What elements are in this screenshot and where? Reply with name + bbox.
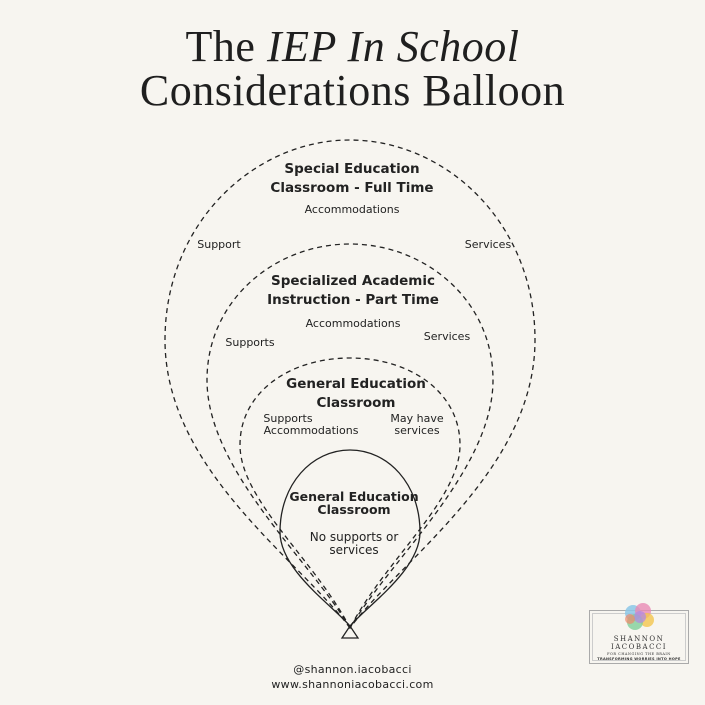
balloon-third-dashed	[239, 357, 461, 630]
title-line-1: The IEP In School	[0, 24, 705, 70]
inner-note: No supports or services	[309, 530, 399, 557]
title-line-2: Considerations Balloon	[139, 66, 566, 115]
balloon-inner-solid	[279, 449, 421, 627]
second-supports: Supports	[225, 336, 275, 349]
outer-accommodations: Accommodations	[304, 203, 400, 216]
title-prefix: The	[185, 22, 267, 71]
footer-website[interactable]: www.shannoniacobacci.com	[271, 678, 434, 691]
logo-tagline-2: TRANSFORMING WORRIES INTO HOPE	[597, 657, 681, 661]
third-may-have-services: May have services	[390, 412, 444, 437]
brain-icon	[625, 603, 654, 630]
outer-services: Services	[464, 238, 512, 251]
third-heading: General Education Classroom	[286, 376, 426, 411]
balloon-knot	[340, 624, 360, 639]
logo-tagline-1: FOR CHANGING THE BRAIN	[607, 652, 671, 656]
footer-handle[interactable]: @shannon.iacobacci	[293, 663, 412, 676]
inner-heading: General Education Classroom	[289, 489, 419, 517]
balloon-outer-dashed	[164, 139, 536, 630]
balloon-second-dashed	[206, 243, 494, 630]
logo-name-1: SHANNON	[613, 635, 665, 643]
third-accommodations: Accommodations	[263, 424, 359, 437]
second-services: Services	[423, 330, 471, 343]
title-italic: IEP In School	[266, 22, 520, 71]
logo-name-2: IACOBACCI	[610, 643, 668, 651]
second-accommodations: Accommodations	[305, 317, 401, 330]
logo: SHANNON IACOBACCI FOR CHANGING THE BRAIN…	[589, 603, 689, 664]
third-supports: Supports	[263, 412, 313, 425]
second-heading: Specialized Academic Instruction - Part …	[267, 273, 439, 308]
outer-support: Support	[197, 238, 241, 251]
outer-heading: Special Education Classroom - Full Time	[270, 161, 434, 196]
